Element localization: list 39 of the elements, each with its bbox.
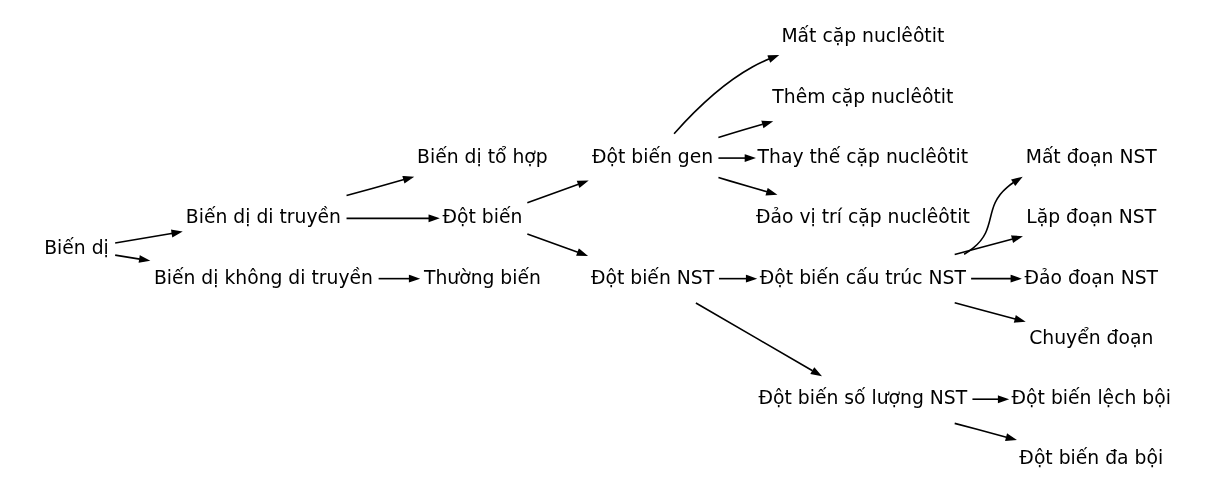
node-text: Đảo vị trí cặp nuclêôtit bbox=[755, 206, 970, 228]
arrow bbox=[953, 302, 1026, 323]
node-text: Biến dị di truyền bbox=[185, 206, 341, 228]
node-text: Mất đoạn NST bbox=[1025, 146, 1157, 168]
arrow bbox=[953, 422, 1017, 441]
arrow bbox=[114, 254, 151, 263]
node-text: Chuyển đoạn bbox=[1029, 326, 1154, 348]
arrow bbox=[718, 274, 758, 283]
arrow bbox=[695, 302, 822, 377]
node-text: Biến dị không di truyền bbox=[153, 266, 373, 288]
arrow bbox=[114, 229, 183, 244]
node-text: Đột biến NST bbox=[590, 266, 715, 288]
arrow bbox=[717, 176, 778, 196]
arrow bbox=[345, 214, 440, 223]
arrow bbox=[345, 175, 415, 197]
arrow bbox=[970, 274, 1022, 283]
arrow bbox=[971, 395, 1010, 404]
node-text: Biến dị tổ hợp bbox=[417, 146, 548, 168]
node-text: Mất cặp nuclêôtit bbox=[781, 25, 945, 47]
node-text: Đột biến bbox=[442, 206, 523, 228]
node-text: Biến dị bbox=[44, 237, 109, 259]
arrow bbox=[953, 235, 1023, 256]
arrow bbox=[673, 55, 780, 135]
arrow bbox=[717, 154, 756, 163]
node-text: Thường biến bbox=[423, 266, 541, 288]
node-text: Lặp đoạn NST bbox=[1026, 206, 1157, 228]
node-text: Đột biến cấu trúc NST bbox=[759, 266, 966, 288]
node-text: Đột biến đa bội bbox=[1019, 447, 1164, 469]
node-text: Đột biến lệch bội bbox=[1011, 387, 1171, 409]
node-text: Đột biến số lượng NST bbox=[758, 387, 968, 409]
node-text: Đột biến gen bbox=[591, 146, 714, 168]
arrow bbox=[717, 120, 774, 139]
arrow bbox=[377, 274, 421, 283]
arrow bbox=[526, 180, 589, 204]
arrow bbox=[526, 233, 589, 256]
node-text: Đảo đoạn NST bbox=[1024, 266, 1159, 288]
node-text: Thay thế cặp nuclêôtit bbox=[757, 146, 969, 168]
arrow bbox=[963, 176, 1023, 256]
node-text: Thêm cặp nuclêôtit bbox=[772, 85, 954, 107]
